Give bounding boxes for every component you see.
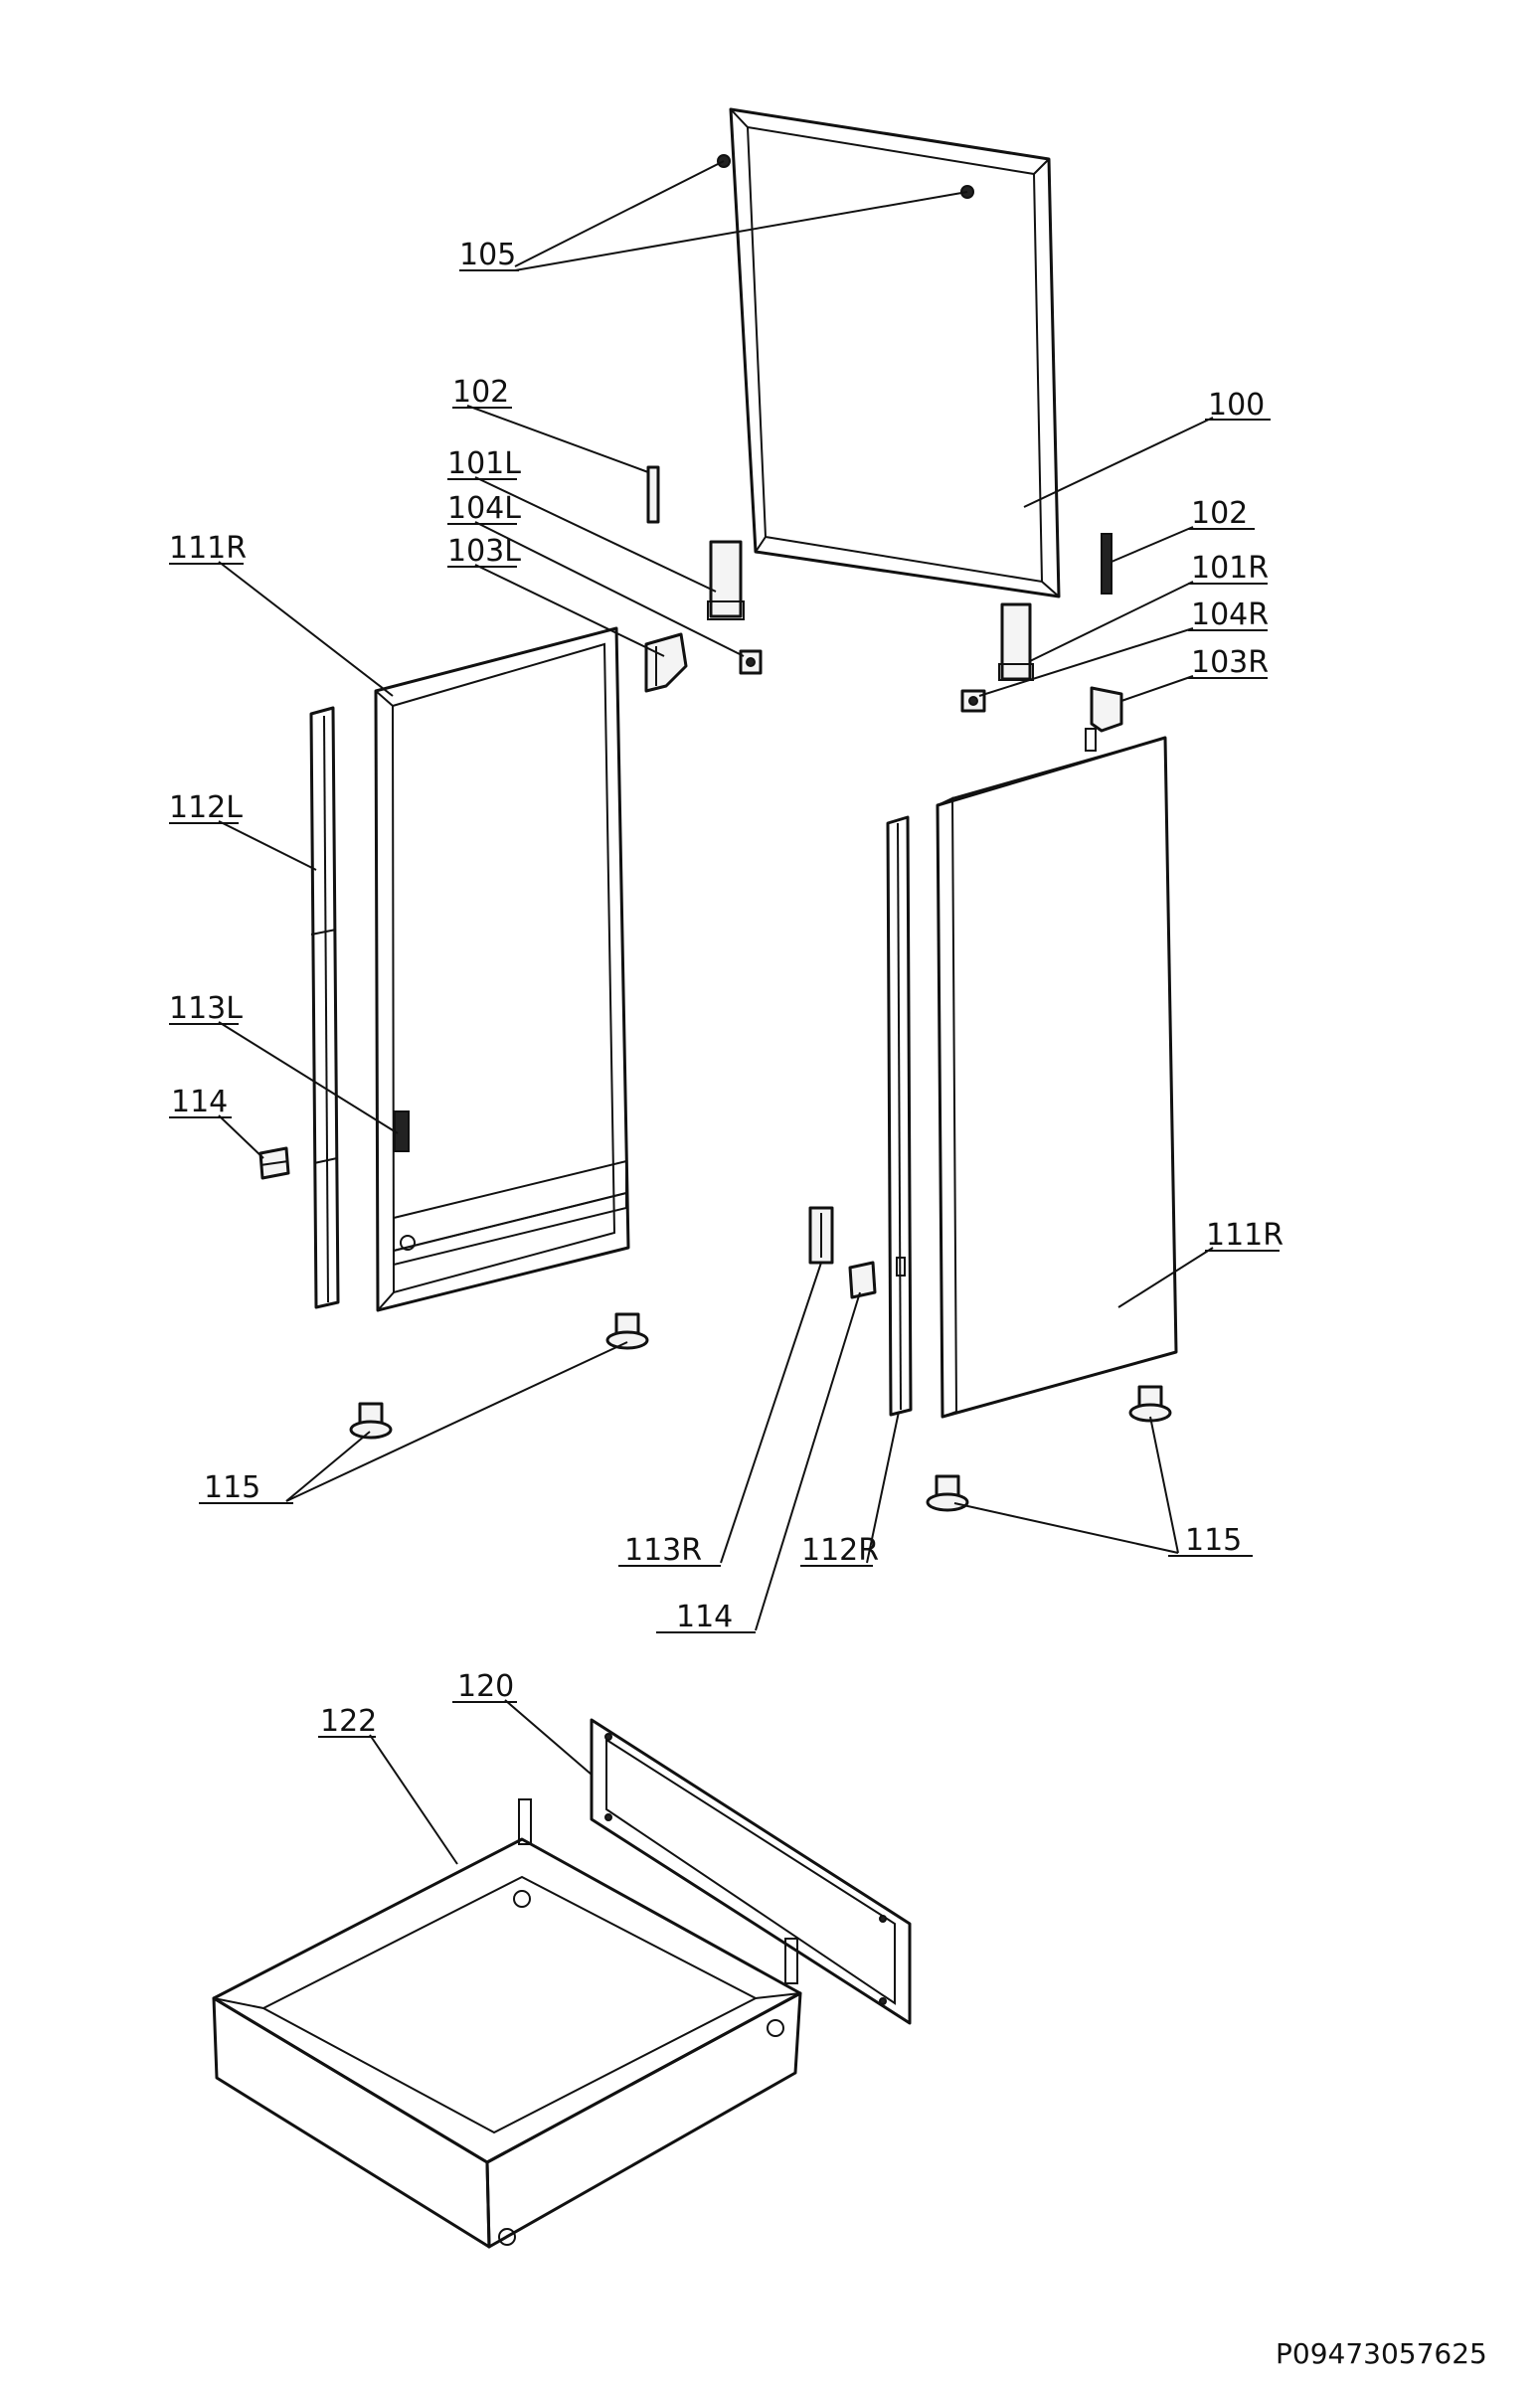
label-122: 122 (320, 1704, 378, 1739)
label-111R-right: 111R (1206, 1218, 1284, 1253)
drawing-code: P09473057625 (1276, 2337, 1487, 2370)
label-113L: 113L (169, 991, 243, 1026)
part-105-screws (717, 154, 974, 199)
label-113R: 113R (624, 1533, 703, 1568)
part-114-clip-left (258, 1146, 290, 1180)
label-103L: 103L (447, 534, 521, 569)
label-115-right: 115 (1185, 1523, 1243, 1558)
part-122-base-tray (212, 1798, 802, 2249)
part-112L-strip (309, 706, 340, 1309)
part-115-foot-2 (605, 1312, 649, 1350)
label-112L: 112L (169, 790, 243, 825)
part-103R-bracket (1085, 686, 1123, 752)
label-102-right: 102 (1191, 496, 1249, 531)
label-111R-left: 111R (169, 531, 248, 566)
label-112R: 112R (801, 1533, 880, 1568)
part-101L-hinge (707, 540, 745, 620)
label-101L: 101L (447, 446, 521, 481)
part-120-back-plate (590, 1718, 912, 2025)
part-115-foot-3 (1128, 1385, 1172, 1423)
label-104R: 104R (1191, 597, 1270, 632)
part-111R-right-side-panel (936, 736, 1178, 1419)
label-100: 100 (1208, 388, 1266, 423)
part-100-top-frame (729, 107, 1061, 598)
part-102-pin-left (646, 465, 660, 524)
leader-lines (218, 160, 1214, 1865)
label-114-left: 114 (171, 1085, 229, 1119)
label-101R: 101R (1191, 551, 1270, 586)
label-115-left: 115 (204, 1470, 261, 1505)
part-111R-left-side-panel (374, 626, 630, 1312)
label-120: 120 (457, 1669, 515, 1704)
label-103R: 103R (1191, 645, 1270, 680)
label-104L: 104L (447, 491, 521, 526)
label-105: 105 (459, 238, 517, 272)
part-115-foot-1 (349, 1402, 393, 1440)
part-115-foot-4 (926, 1474, 969, 1512)
part-114-clip-right (848, 1261, 877, 1299)
part-113R-latch (808, 1206, 834, 1265)
part-102-pin-right (1101, 533, 1112, 595)
label-102-left: 102 (452, 375, 510, 410)
label-114-right: 114 (676, 1600, 734, 1634)
part-101R-hinge (998, 602, 1034, 681)
part-103L-bracket (644, 632, 688, 693)
part-104R-bracket (960, 689, 986, 713)
part-104L-bracket (739, 649, 763, 675)
label-underlines (169, 269, 1280, 1738)
part-112R-strip (886, 815, 913, 1417)
